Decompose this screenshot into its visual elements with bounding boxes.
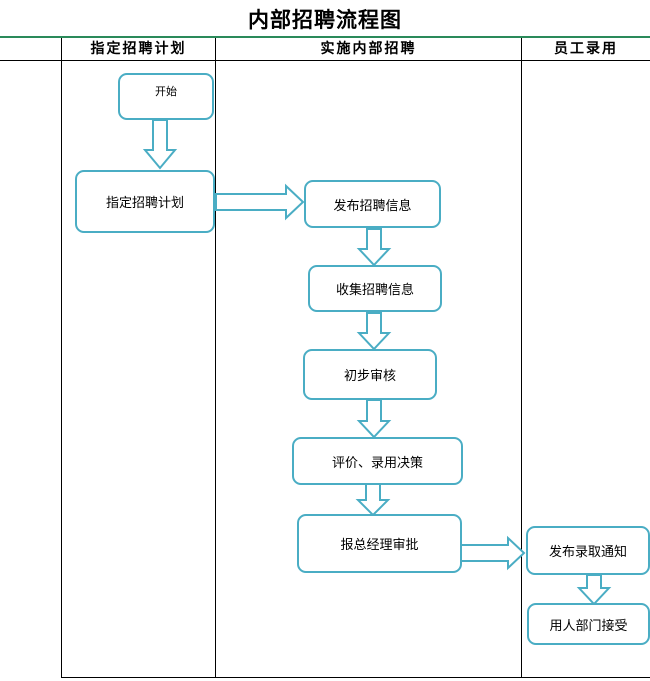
arrow-plan-to-publish bbox=[215, 183, 305, 221]
arrow-evaluate-to-approve bbox=[355, 483, 391, 517]
node-plan: 指定招聘计划 bbox=[75, 170, 215, 233]
lane-divider-2 bbox=[215, 38, 216, 678]
lane-divider-3 bbox=[521, 38, 522, 678]
node-evaluate: 评价、录用决策 bbox=[292, 437, 463, 485]
title-underline bbox=[0, 36, 650, 38]
swimlane-header: 指定招聘计划 实施内部招聘 员工录用 bbox=[0, 38, 650, 61]
lane-header-implement: 实施内部招聘 bbox=[320, 41, 417, 57]
arrow-start-to-plan bbox=[142, 119, 178, 170]
node-approve: 报总经理审批 bbox=[297, 514, 462, 573]
arrow-notice-to-accept bbox=[576, 574, 612, 606]
arrow-publish-to-collect bbox=[356, 228, 392, 267]
arrow-collect-to-review bbox=[356, 312, 392, 351]
lane-header-plan: 指定招聘计划 bbox=[90, 41, 187, 57]
node-publish: 发布招聘信息 bbox=[304, 180, 441, 228]
page-title: 内部招聘流程图 bbox=[248, 7, 402, 32]
node-review: 初步审核 bbox=[303, 349, 437, 400]
lane-header-hire: 员工录用 bbox=[554, 41, 618, 57]
arrow-review-to-evaluate bbox=[356, 399, 392, 439]
node-notice: 发布录取通知 bbox=[526, 526, 650, 575]
node-collect: 收集招聘信息 bbox=[308, 265, 442, 312]
lane-divider-1 bbox=[61, 38, 62, 678]
node-start: 开始 bbox=[118, 73, 214, 120]
arrow-approve-to-notice bbox=[460, 535, 526, 571]
node-accept: 用人部门接受 bbox=[527, 603, 650, 645]
table-bottom-rule bbox=[61, 677, 650, 678]
